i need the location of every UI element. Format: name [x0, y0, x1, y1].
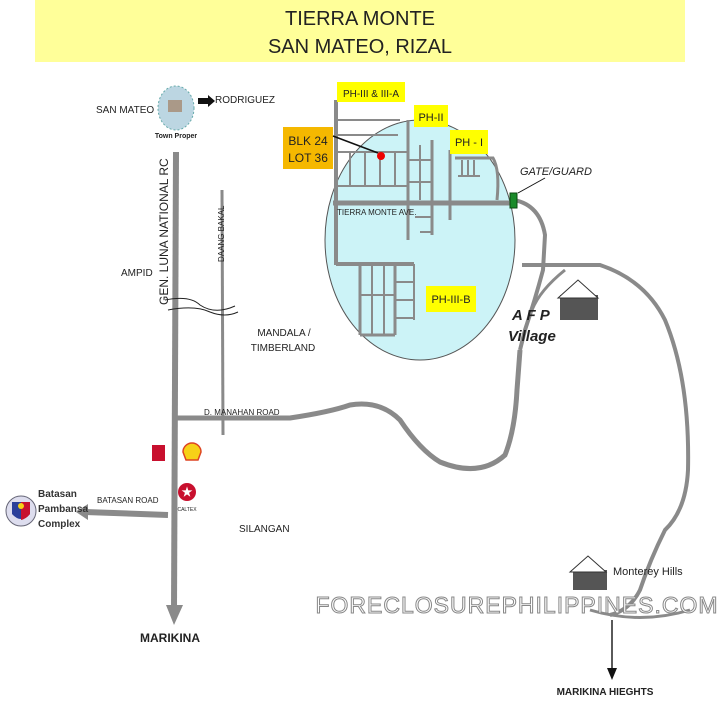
lot-label-box — [283, 127, 333, 169]
phase-label: PH-II — [418, 112, 443, 124]
church-icon — [168, 100, 182, 112]
house-icon — [568, 555, 608, 590]
gen-luna-road — [171, 151, 179, 611]
phase-label-box — [337, 82, 405, 102]
batasan-arrow-icon — [76, 504, 88, 520]
phase-label: PH-III-B — [431, 294, 470, 306]
lot-block: BLK 24 — [288, 134, 328, 148]
tierra-monte-ave-label: TIERRA MONTE AVE. — [337, 208, 416, 217]
d-manahan-road — [172, 349, 523, 472]
caltex-logo-icon — [178, 483, 196, 501]
lot-location-marker-icon — [377, 152, 385, 160]
marikina-label: MARIKINA — [140, 631, 200, 645]
ampid-label: AMPID — [121, 268, 153, 279]
batasan-label: Batasan — [38, 489, 77, 500]
lot-pointer — [332, 135, 379, 154]
daang-bakal-road — [220, 189, 225, 436]
east-loop-road — [522, 263, 691, 617]
title-line-2: SAN MATEO, RIZAL — [268, 36, 452, 58]
batasan-road-label: BATASAN ROAD — [97, 496, 159, 505]
monterey-road — [589, 608, 691, 619]
rodriguez-arrow-icon — [198, 95, 215, 107]
timberland-label: TIMBERLAND — [251, 343, 315, 354]
title-banner — [35, 0, 685, 62]
gate-label: GATE/GUARD — [520, 166, 592, 178]
phase-label: PH-III & III-A — [343, 89, 399, 100]
complex-label: Complex — [38, 519, 81, 530]
subdivision-roads — [333, 100, 512, 337]
town-proper-label: Town Proper — [155, 133, 198, 140]
gate-access-road — [513, 198, 548, 351]
afp-label: A F P — [511, 307, 551, 324]
lot-number: LOT 36 — [288, 151, 328, 165]
phase-label-box — [414, 105, 448, 127]
afp-village-label: Village — [508, 328, 556, 345]
caltex-star-icon: ★ — [182, 485, 193, 499]
caltex-label: CALTEX — [177, 507, 197, 513]
pambansa-label: Pambansa — [38, 504, 88, 515]
river-icon — [164, 297, 239, 316]
daang-bakal-label: DAANG BAKAL — [217, 205, 226, 262]
d-manahan-label: D. MANAHAN ROAD — [204, 408, 280, 417]
shell-logo-icon — [182, 442, 202, 461]
afp-branch-road — [530, 268, 566, 311]
monterey-hills-label: Monterey Hills — [613, 566, 683, 578]
gate-marker-icon — [509, 192, 518, 209]
gate-pointer — [517, 177, 546, 194]
phase-label-box — [450, 130, 488, 154]
petron-logo-icon — [152, 445, 165, 461]
marikina-heights-arrow-icon — [607, 668, 617, 680]
watermark: FORECLOSUREPHILIPPINES.COM — [315, 592, 718, 618]
batasan-seal-icon — [5, 495, 37, 527]
gen-luna-label: GEN. LUNA NATIONAL RC — [157, 158, 171, 305]
phase-label: PH - I — [455, 137, 483, 149]
marikina-arrow-icon — [166, 605, 183, 625]
phase-label-box — [426, 286, 476, 312]
batasan-road — [84, 509, 169, 518]
marikina-heights-label: MARIKINA HIEGHTS — [557, 687, 654, 698]
mandala-label: MANDALA / — [257, 328, 311, 339]
house-icon — [556, 279, 600, 320]
title-line-1: TIERRA MONTE — [285, 8, 435, 30]
silangan-label: SILANGAN — [239, 524, 290, 535]
san-mateo-label: SAN MATEO — [96, 105, 154, 116]
rodriguez-label: RODRIGUEZ — [215, 95, 275, 106]
